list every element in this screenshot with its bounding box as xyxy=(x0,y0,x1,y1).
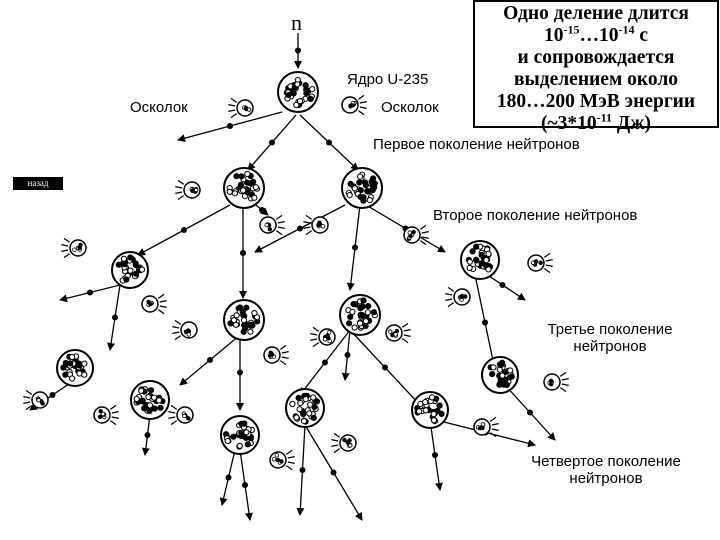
neutron-paths xyxy=(29,33,556,521)
neutron-path-17 xyxy=(474,274,498,371)
fourth-generation-line2: нейтронов xyxy=(569,470,643,487)
neutron-path-14 xyxy=(299,329,351,396)
fragments-layer xyxy=(23,94,569,471)
nucleus-3 xyxy=(341,167,383,209)
fourth-generation-line1: Четвертое поколение xyxy=(531,453,681,470)
neutron-path-15 xyxy=(349,329,421,406)
nucleus-7 xyxy=(460,240,500,280)
nucleus-12 xyxy=(411,391,449,429)
fragment-2 xyxy=(341,94,367,116)
nucleus-9 xyxy=(130,380,170,420)
energy-pre: (~3*10 xyxy=(541,113,597,134)
fission-info-box: Одно деление длится 10-15…10-14 с и сопр… xyxy=(473,0,719,134)
fragment-14 xyxy=(527,252,553,274)
fragment-label-right: Осколок xyxy=(381,99,439,116)
neutron-path-12 xyxy=(236,335,244,411)
second-generation-label: Второе поколение нейтронов xyxy=(433,207,638,224)
info-line-1: Одно деление длится xyxy=(503,3,689,24)
fragment-3 xyxy=(175,179,201,201)
neutron-path-7 xyxy=(254,204,346,253)
fragment-5 xyxy=(303,214,329,236)
neutron-path-5 xyxy=(239,208,247,299)
neutron-path-23 xyxy=(296,424,306,516)
fragment-18 xyxy=(269,449,295,471)
fragment-9 xyxy=(172,319,198,341)
nucleus-4 xyxy=(111,251,149,289)
neutron-path-2 xyxy=(299,114,359,171)
neutron-path-20 xyxy=(141,414,151,456)
back-button[interactable]: назад xyxy=(13,177,63,190)
neutron-path-3 xyxy=(177,111,283,143)
neutron-label: n xyxy=(291,10,302,35)
neutron-path-6 xyxy=(255,204,269,216)
neutron-path-22 xyxy=(239,449,253,521)
nuclei-layer xyxy=(56,71,519,455)
fragment-8 xyxy=(141,293,167,315)
nucleus-1 xyxy=(277,71,319,113)
fragment-15 xyxy=(23,389,49,411)
time-unit: с xyxy=(634,25,649,46)
energy-exp: -11 xyxy=(596,110,613,125)
fragment-21 xyxy=(543,371,569,393)
fragment-16 xyxy=(93,404,119,426)
fragment-10 xyxy=(263,344,289,366)
nucleus-11 xyxy=(285,388,325,428)
nucleus-13 xyxy=(481,356,519,394)
info-line-2: 10-15…10-14 с xyxy=(475,22,717,47)
fragment-1 xyxy=(228,97,254,119)
neutron-path-25 xyxy=(429,419,443,491)
nucleus-2 xyxy=(223,167,265,209)
fragment-4 xyxy=(259,214,285,236)
neutron-path-21 xyxy=(219,449,236,506)
third-generation-line1: Третье поколение xyxy=(547,321,673,338)
neutron-path-24 xyxy=(304,424,363,521)
time-b-exp: -14 xyxy=(618,22,635,37)
nucleus-5 xyxy=(223,299,265,341)
fragment-17 xyxy=(168,404,194,426)
nucleus-6 xyxy=(339,294,381,336)
info-line-3: и сопровождается xyxy=(517,47,675,68)
fragment-12 xyxy=(385,322,411,344)
fragment-7 xyxy=(61,237,87,259)
nucleus-label: Ядро U-235 xyxy=(347,71,429,88)
fragment-11 xyxy=(310,326,336,348)
incoming-neutron-path xyxy=(294,33,302,69)
time-b-base: 10 xyxy=(598,25,619,46)
info-line-5: 180…200 МэВ энергии xyxy=(496,91,696,112)
fragment-label-left: Осколок xyxy=(130,99,188,116)
neutron-path-10 xyxy=(107,284,121,351)
neutron-path-1 xyxy=(247,114,297,171)
first-generation-label: Первое поколение нейтронов xyxy=(373,136,580,153)
neutron-path-27 xyxy=(504,384,556,441)
third-generation-line2: нейтронов xyxy=(573,338,647,355)
fragment-6 xyxy=(403,224,429,246)
fragment-19 xyxy=(331,432,357,454)
energy-post: Дж) xyxy=(612,113,651,134)
neutron-path-11 xyxy=(59,284,121,303)
time-a-base: 10 xyxy=(543,25,564,46)
fourth-generation-label: Четвертое поколение нейтронов xyxy=(506,453,706,487)
info-line-4: выделением около xyxy=(513,69,679,90)
time-sep: … xyxy=(579,25,599,46)
info-line-6: (~3*10-11 Дж) xyxy=(475,110,717,135)
fragment-20 xyxy=(473,416,499,438)
time-a-exp: -15 xyxy=(563,22,580,37)
nucleus-10 xyxy=(220,415,260,455)
neutron-path-4 xyxy=(137,204,231,256)
fragment-13 xyxy=(445,286,471,308)
nucleus-8 xyxy=(56,349,94,387)
third-generation-label: Третье поколение нейтронов xyxy=(520,321,700,355)
neutron-path-9 xyxy=(346,204,361,291)
neutron-path-13 xyxy=(179,334,241,386)
neutron-path-16 xyxy=(341,329,351,381)
